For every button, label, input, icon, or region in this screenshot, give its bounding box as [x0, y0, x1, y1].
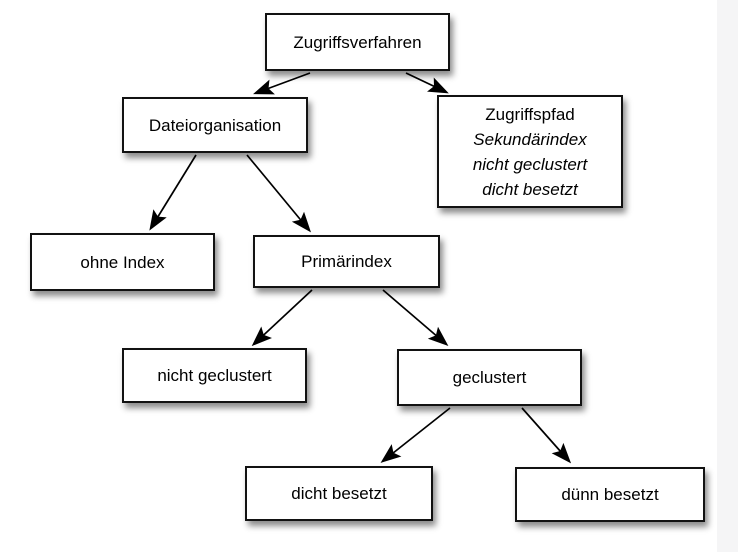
node-label: ohne Index [80, 252, 165, 272]
node-label: Primärindex [301, 252, 392, 271]
node-nicht-geclustert: nicht geclustert [122, 348, 307, 403]
node-label: Dateiorganisation [148, 115, 282, 135]
node-dicht-besetzt: dicht besetzt [245, 466, 433, 521]
arrow-dateiorg-to-ohne-index [149, 154, 197, 231]
arrow-primaer-to-nicht-geclustert [251, 289, 313, 347]
node-label-line1: Zugriffspfad [485, 104, 575, 124]
node-label-line2: Sekundärindex [473, 129, 587, 149]
node-primaerindex: Primärindex [253, 235, 440, 288]
node-label: geclustert [452, 368, 527, 387]
arrow-geclustert-to-duenn [521, 407, 572, 464]
node-label: Zugriffsverfahren [293, 32, 422, 52]
node-label: nicht geclustert [157, 366, 272, 385]
node-label: dicht besetzt [291, 484, 387, 503]
arrow-root-to-zugriffspfad [405, 72, 449, 94]
arrow-dateiorg-to-primaerindex [246, 154, 311, 233]
node-label-line3: nicht geclustert [472, 154, 588, 174]
node-dateiorganisation: Dateiorganisation [122, 97, 308, 153]
node-label: dünn besetzt [561, 485, 659, 504]
node-zugriffsverfahren: Zugriffsverfahren [265, 13, 450, 71]
node-duenn-besetzt: dünn besetzt [515, 467, 705, 522]
arrow-primaer-to-geclustert [382, 289, 449, 347]
node-geclustert: geclustert [397, 349, 582, 406]
page-edge-band [717, 0, 738, 552]
node-ohne-index: ohne Index [30, 233, 215, 291]
arrow-geclustert-to-dicht [380, 407, 451, 463]
node-label-line4: dicht besetzt [482, 179, 578, 199]
arrow-root-to-dateiorganisation [253, 72, 311, 95]
node-zugriffspfad: Zugriffspfad Sekundärindex nicht geclust… [437, 95, 623, 208]
